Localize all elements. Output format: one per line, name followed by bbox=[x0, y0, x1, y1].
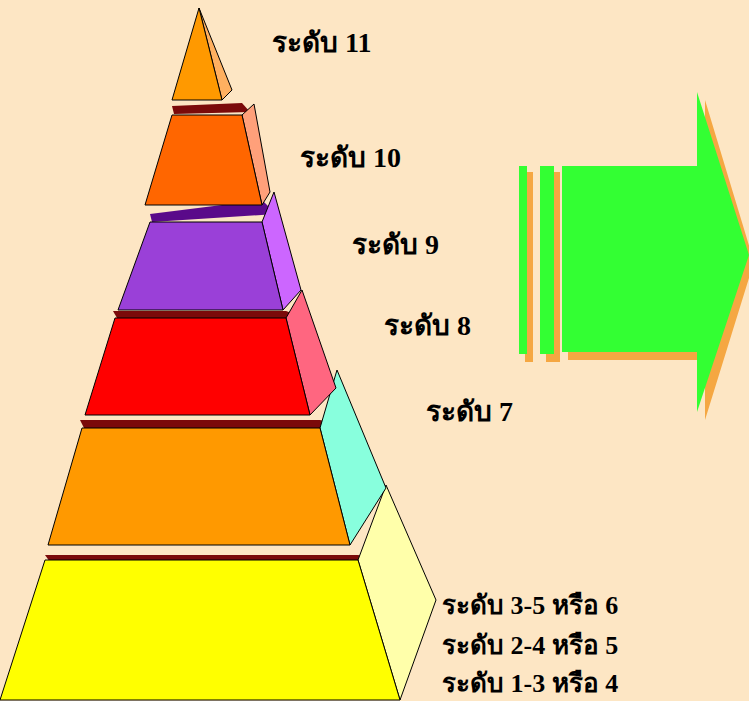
level-label: ระดับ 9 bbox=[352, 230, 439, 261]
green-arrow bbox=[519, 92, 749, 412]
level-label: ระดับ 11 bbox=[272, 28, 371, 59]
level-label: ระดับ 3-5 หรือ 6 bbox=[442, 592, 618, 621]
level-label: ระดับ 10 bbox=[300, 143, 401, 174]
level-label: ระดับ 2-4 หรือ 5 bbox=[442, 632, 618, 661]
level-label: ระดับ 8 bbox=[384, 311, 471, 342]
level-label: ระดับ 1-3 หรือ 4 bbox=[442, 670, 618, 699]
level-label: ระดับ 7 bbox=[426, 397, 513, 428]
